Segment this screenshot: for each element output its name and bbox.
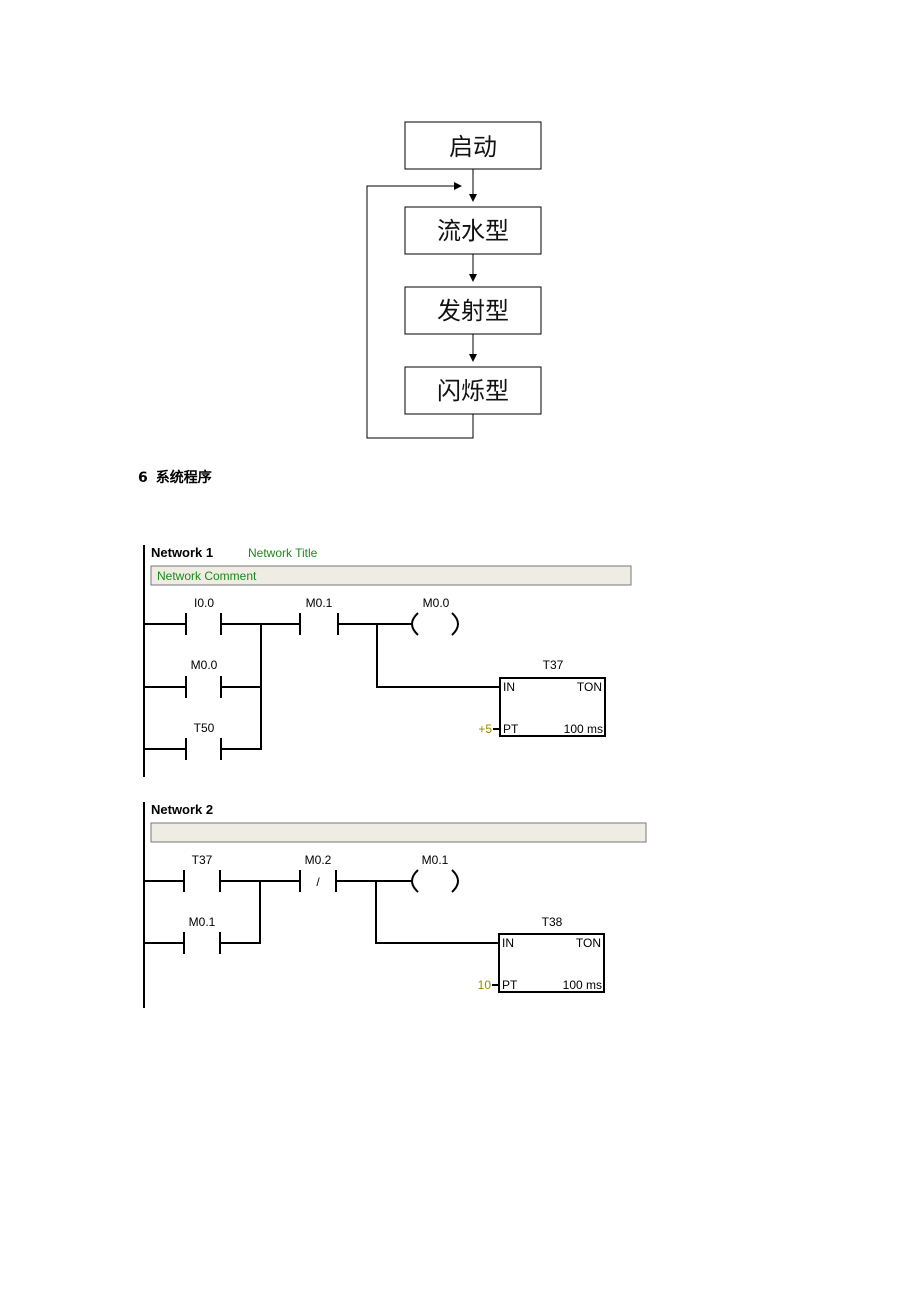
contact-m0-1-latch-label: M0.1 bbox=[189, 915, 216, 929]
flow-box-flowing bbox=[404, 206, 542, 255]
contact-t50[interactable] bbox=[185, 738, 222, 760]
network-1-comment: Network Comment bbox=[157, 569, 257, 583]
flow-step-emit: 发射型 bbox=[437, 297, 509, 325]
coil-m0-0[interactable] bbox=[411, 612, 459, 636]
section-heading: 6 系统程序 bbox=[138, 467, 220, 487]
contact-m0-1-latch[interactable] bbox=[183, 932, 221, 954]
contact-t50-label: T50 bbox=[194, 721, 215, 735]
contact-i0-0-label: I0.0 bbox=[194, 596, 214, 610]
contact-t37[interactable] bbox=[183, 870, 221, 892]
rung-wire bbox=[376, 624, 500, 688]
contact-m0-1[interactable] bbox=[299, 613, 339, 635]
flow-box-start bbox=[404, 121, 542, 170]
timer-t37-preset: +5 bbox=[478, 722, 492, 736]
flowchart: 启动 流水型 发射型 闪烁型 bbox=[366, 121, 542, 439]
timer-t38-box[interactable] bbox=[498, 933, 605, 993]
network-1: Network 1 Network Title Network Comment … bbox=[143, 545, 632, 777]
timer-t37-in: IN bbox=[503, 680, 515, 694]
timer-t37-pt: PT bbox=[503, 722, 519, 736]
flow-step-blink: 闪烁型 bbox=[437, 377, 509, 405]
timer-t37-name: T37 bbox=[543, 658, 564, 672]
contact-m0-0[interactable] bbox=[185, 676, 222, 698]
section-number: 6 bbox=[138, 470, 148, 486]
network-2: Network 2 T37 / M0.2 M0.1 M0.1 bbox=[143, 802, 647, 1008]
timer-t37-type: TON bbox=[577, 680, 602, 694]
contact-m0-0-label: M0.0 bbox=[191, 658, 218, 672]
network-1-comment-box[interactable] bbox=[150, 565, 632, 586]
contact-m0-2-slash: / bbox=[316, 875, 320, 889]
flow-box-blink bbox=[404, 366, 542, 415]
network-2-comment-box[interactable] bbox=[150, 822, 647, 843]
section-title: 系统程序 bbox=[155, 470, 212, 486]
network-2-label: Network 2 bbox=[151, 802, 213, 817]
coil-m0-1[interactable] bbox=[411, 869, 459, 893]
timer-t38-base: 100 ms bbox=[563, 978, 602, 992]
contact-m0-2-label: M0.2 bbox=[305, 853, 332, 867]
timer-t37-box[interactable] bbox=[499, 677, 606, 737]
coil-m0-0-label: M0.0 bbox=[423, 596, 450, 610]
timer-t38-name: T38 bbox=[542, 915, 563, 929]
coil-m0-1-label: M0.1 bbox=[422, 853, 449, 867]
timer-t38-preset: 10 bbox=[478, 978, 492, 992]
flow-step-flowing: 流水型 bbox=[437, 217, 509, 245]
rung-wire bbox=[375, 881, 499, 944]
timer-t38-pt: PT bbox=[502, 978, 518, 992]
network-1-title: Network Title bbox=[248, 546, 318, 560]
flow-step-start: 启动 bbox=[449, 133, 497, 161]
contact-t37-label: T37 bbox=[192, 853, 213, 867]
timer-t37-base: 100 ms bbox=[564, 722, 603, 736]
network-1-label: Network 1 bbox=[151, 545, 213, 560]
flow-box-emit bbox=[404, 286, 542, 335]
contact-i0-0[interactable] bbox=[185, 613, 222, 635]
flow-loop-back-arrow bbox=[366, 182, 474, 439]
timer-t38-in: IN bbox=[502, 936, 514, 950]
contact-m0-1-label: M0.1 bbox=[306, 596, 333, 610]
timer-t38-type: TON bbox=[576, 936, 601, 950]
